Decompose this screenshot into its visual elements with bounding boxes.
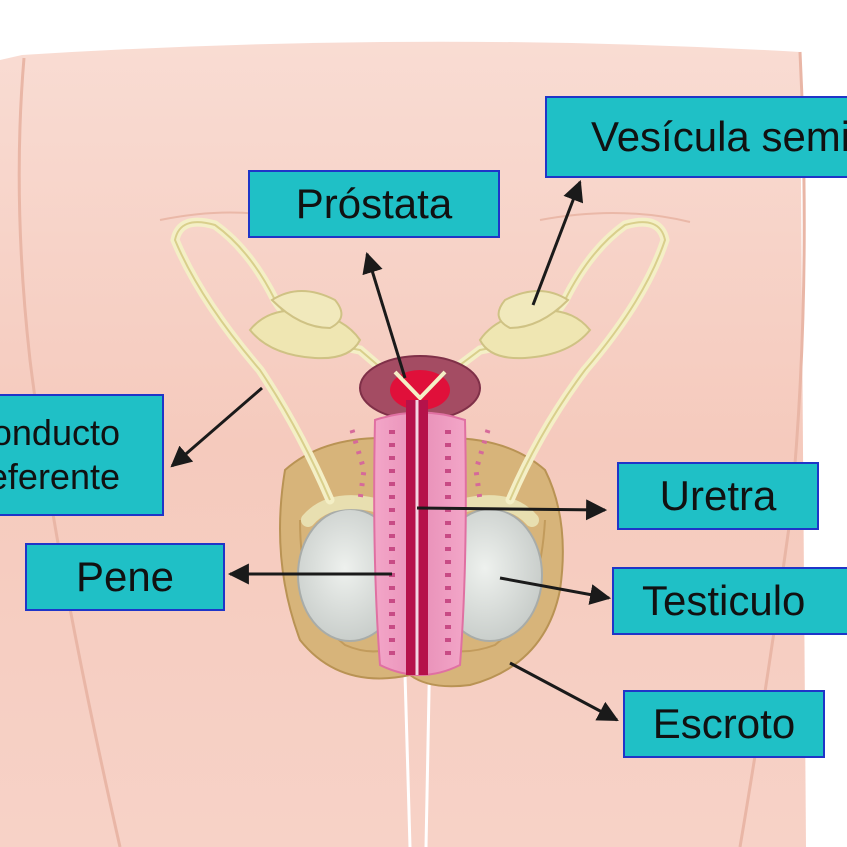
label-conducto-line1: Conducto: [0, 412, 120, 453]
corpus-dots-outer-left: [349, 429, 367, 501]
label-uretra: Uretra: [617, 462, 819, 530]
label-pene-text: Pene: [75, 553, 175, 600]
label-escroto: Escroto: [623, 690, 825, 758]
corpus-dots-outer-right: [473, 429, 491, 501]
arrow-prostata: [362, 251, 407, 379]
label-escroto-text: Escroto: [652, 700, 796, 747]
label-prostata-text: Próstata: [295, 180, 453, 227]
arrow-conducto: [170, 386, 263, 468]
label-testiculo: Testiculo: [612, 567, 847, 635]
ejaculatory-ducts: [393, 370, 447, 401]
torso-outline-left: [17, 57, 122, 847]
label-uretra-text: Uretra: [659, 472, 777, 519]
label-vesicula-text: Vesícula seminal: [591, 113, 847, 160]
label-conducto-deferente: Conducto deferente: [0, 394, 164, 516]
label-conducto-text: Conducto deferente: [0, 411, 120, 499]
label-testiculo-text: Testiculo: [642, 577, 806, 624]
label-conducto-line2: deferente: [0, 456, 120, 497]
arrow-escroto: [509, 661, 619, 722]
label-vesicula-seminal: Vesícula seminal: [545, 96, 847, 178]
arrow-vesicula: [531, 180, 584, 306]
label-prostata: Próstata: [248, 170, 500, 238]
groin-crease-right: [539, 211, 691, 223]
arrow-testiculo: [499, 576, 612, 605]
arrow-uretra: [416, 499, 608, 521]
label-pene: Pene: [25, 543, 225, 611]
left-seminal-vesicle-upper: [270, 290, 343, 330]
